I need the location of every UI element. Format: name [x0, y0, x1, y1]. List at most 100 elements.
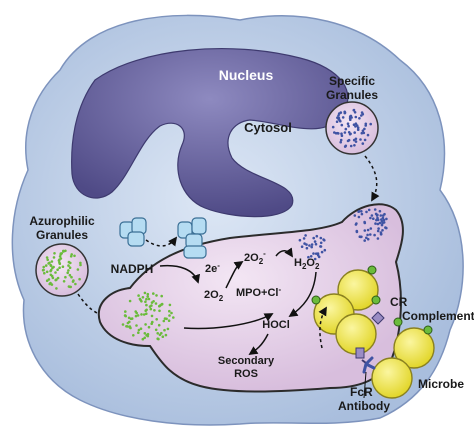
granule-dot: [135, 311, 138, 315]
granule-dot: [352, 138, 356, 142]
granule-dot: [353, 111, 357, 114]
granule-dot: [154, 302, 158, 305]
granule-dot: [310, 245, 314, 249]
o2-to-superoxide-arrow: [225, 261, 244, 289]
granule-dot: [170, 311, 173, 315]
granule-dot: [66, 271, 69, 275]
granule-dot: [141, 337, 145, 341]
granule-dot: [156, 337, 159, 341]
granule-dot: [156, 332, 159, 335]
granule-dot: [67, 269, 70, 272]
granule-dot: [52, 256, 56, 259]
granule-dot: [313, 257, 317, 261]
granule-dot: [335, 120, 339, 123]
granule-dot: [152, 292, 155, 295]
granule-dot: [339, 140, 343, 144]
granule-dot: [370, 214, 374, 217]
granule-dot: [334, 132, 338, 135]
granule-dot: [373, 208, 377, 211]
granule-dot: [73, 254, 76, 258]
granule-dot: [141, 296, 145, 299]
azurophilic-granule: [35, 243, 89, 297]
granule-dot: [128, 320, 131, 324]
assembly-arrow: [145, 236, 178, 247]
two-o2-label: 2O2: [204, 289, 224, 303]
granule-dot: [45, 256, 49, 259]
granule-dot: [144, 300, 147, 304]
granule-dot: [369, 227, 373, 230]
granule-dot: [55, 278, 58, 281]
mpo-arrow: [183, 313, 274, 330]
granule-dot: [145, 297, 148, 301]
granule-dot: [315, 234, 319, 238]
granule-dot: [343, 145, 347, 148]
granule-dot: [45, 270, 49, 274]
granule-dot: [303, 242, 306, 245]
granule-dot: [376, 237, 380, 240]
granule-dot: [76, 268, 80, 271]
granule-dot: [338, 118, 341, 122]
granule-dot: [359, 138, 362, 141]
specific-granule: [325, 101, 379, 155]
granule-dot: [145, 303, 148, 307]
granule-dot: [314, 242, 318, 246]
granule-dot: [46, 258, 49, 262]
granule-dot: [55, 287, 58, 290]
granule-dot: [67, 260, 71, 264]
granule-dot: [146, 292, 150, 296]
granule-dot: [323, 239, 326, 242]
granule-dot: [137, 294, 140, 297]
specific-granules-label-line1: Specific: [329, 74, 375, 88]
granule-dot: [42, 265, 45, 269]
granule-dot: [302, 237, 306, 240]
granule-dot: [307, 255, 310, 259]
granule-dot: [363, 229, 367, 232]
granule-dot: [381, 214, 385, 217]
granule-dot: [346, 122, 350, 125]
granule-dot: [150, 301, 154, 304]
nucleus: [71, 47, 349, 218]
granule-dot: [300, 245, 304, 248]
granule-dot: [355, 230, 359, 234]
two-e-label: 2e-: [205, 261, 220, 275]
fcr-label: FcR: [350, 385, 373, 399]
granule-dot: [343, 110, 347, 114]
granule-dot: [349, 132, 352, 136]
mpo-cl-label: MPO+Cl-: [236, 285, 281, 299]
phagosome: [97, 203, 404, 393]
granule-dot: [168, 314, 171, 317]
granule-dot: [340, 132, 343, 135]
secondary-ros-label-line1: Secondary: [218, 355, 275, 367]
granule-dot: [363, 138, 367, 142]
granule-dot: [124, 310, 127, 313]
granule-dot: [163, 317, 167, 320]
granule-dot: [44, 264, 48, 267]
granule-dot: [51, 276, 55, 280]
granule-dot: [358, 117, 361, 120]
granule-dot: [312, 236, 316, 240]
granule-dot: [168, 309, 171, 313]
granule-dot: [155, 318, 158, 321]
granule-dot: [158, 309, 161, 313]
granule-dot: [70, 275, 73, 279]
granule-dot: [157, 323, 161, 327]
granule-dot: [366, 228, 370, 232]
granule-dot: [369, 233, 372, 236]
granule-dot: [378, 221, 382, 225]
granule-dot: [166, 327, 170, 331]
nadph-arrow: [159, 264, 200, 284]
granule-dot: [68, 266, 72, 270]
granule-dot: [147, 325, 151, 329]
granule-dot: [357, 210, 361, 213]
granule-dot: [379, 214, 383, 217]
granule-dot: [167, 319, 171, 323]
granule-dot: [363, 127, 366, 131]
granule-dot: [56, 268, 59, 272]
granule-dot: [70, 253, 73, 256]
granule-dot: [347, 124, 350, 128]
granule-dot: [140, 313, 143, 316]
cr-label: CR: [390, 295, 408, 309]
antibody-pointer: [363, 371, 367, 399]
granule-dot: [161, 335, 165, 339]
granule-dot: [137, 328, 141, 332]
